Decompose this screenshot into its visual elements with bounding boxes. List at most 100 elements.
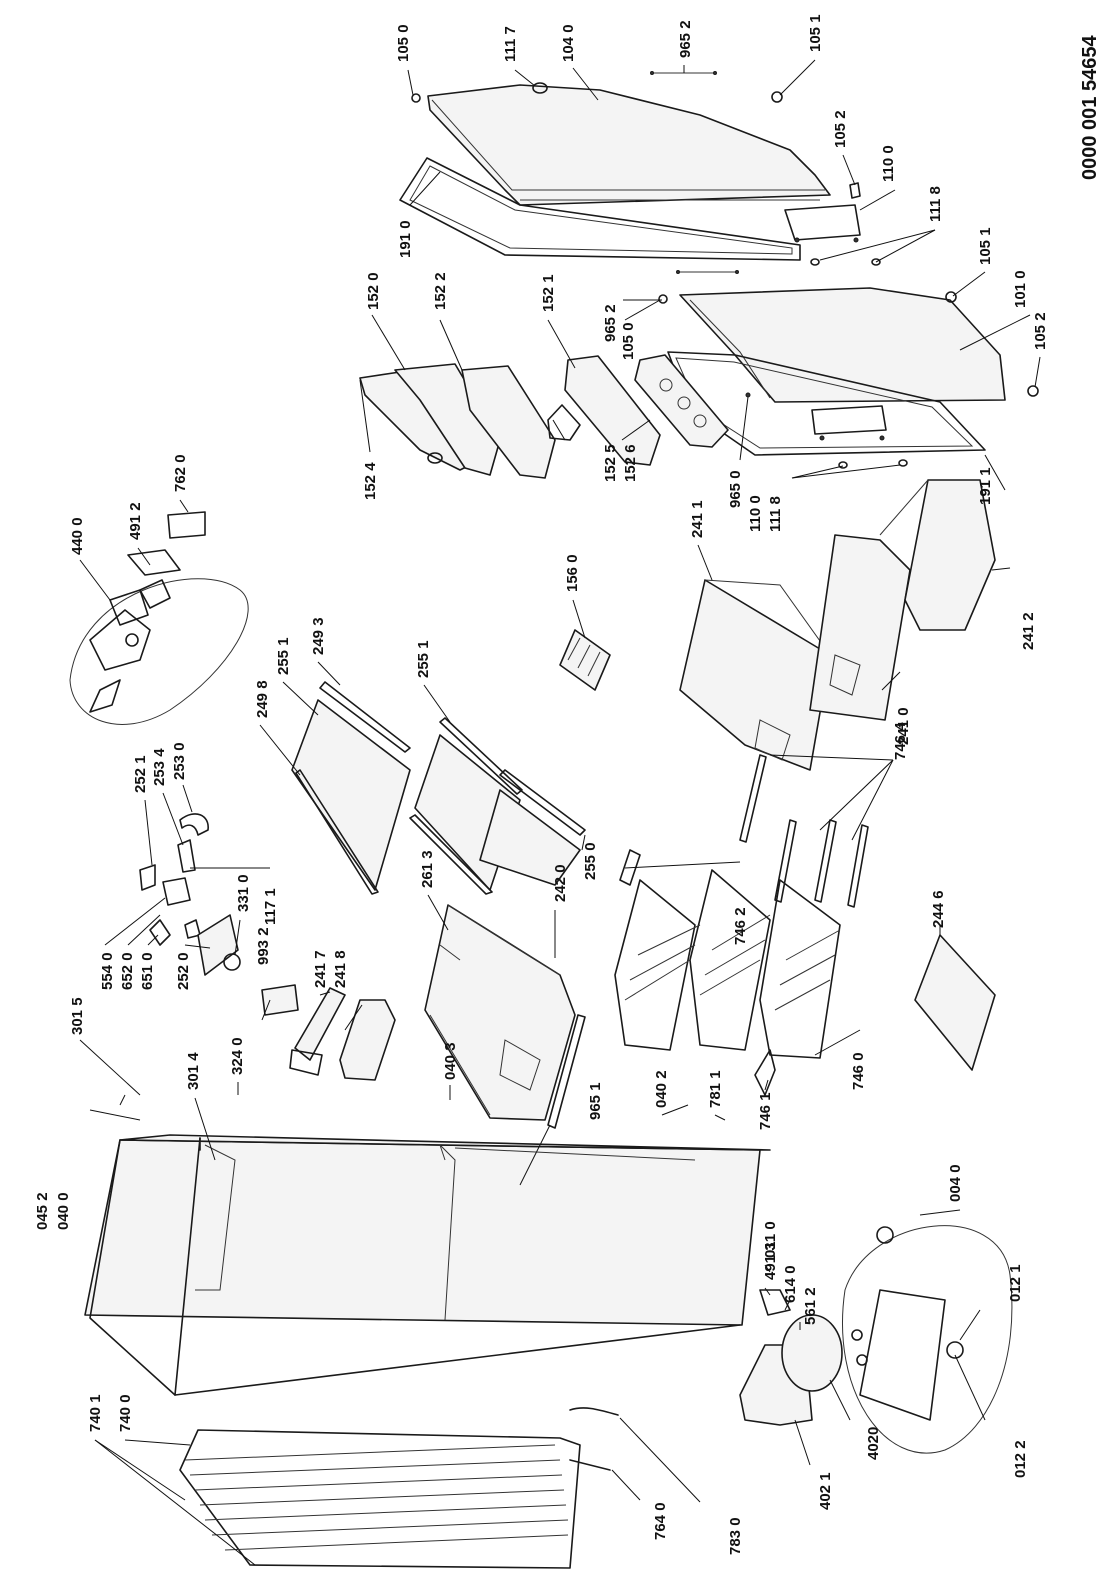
- label-255-1-b: 255 1: [415, 640, 432, 678]
- label-965-0: 965 0: [727, 470, 744, 508]
- document-number: 0000 001 54654: [1079, 35, 1100, 180]
- part-labels: 105 0 111 7 104 0 965 2 105 1 105 2 110 …: [34, 14, 1100, 1555]
- egg-tray: [559, 629, 611, 691]
- label-110-0-b: 110 0: [747, 495, 764, 532]
- label-491-3: 491 3: [762, 1242, 779, 1280]
- label-242-0: 242 0: [552, 864, 569, 902]
- label-156-0: 156 0: [564, 554, 581, 592]
- label-152-6: 152 6: [622, 444, 639, 482]
- wire-shelves: [614, 849, 841, 1096]
- label-045-2: 045 2: [34, 1192, 51, 1230]
- label-746-1: 746 1: [757, 1092, 774, 1130]
- label-241-2: 241 2: [1020, 612, 1037, 650]
- label-152-2: 152 2: [432, 272, 449, 310]
- label-241-0: 241 0: [895, 707, 912, 745]
- label-993-2: 993 2: [255, 927, 272, 965]
- label-301-4: 301 4: [185, 1052, 202, 1090]
- label-252-0: 252 0: [175, 952, 192, 990]
- label-040-2: 040 2: [653, 1070, 670, 1108]
- thermostat-lamp-group: [139, 813, 299, 1016]
- upper-hinge-bracket: [411, 71, 881, 266]
- label-965-2-a: 965 2: [677, 20, 694, 58]
- label-746-0: 746 0: [850, 1052, 867, 1090]
- label-783-0: 783 0: [727, 1517, 744, 1555]
- label-105-2-b: 105 2: [1032, 312, 1049, 350]
- label-440-0: 440 0: [69, 517, 86, 555]
- label-249-8: 249 8: [254, 680, 271, 718]
- label-762-0: 762 0: [172, 454, 189, 492]
- label-111-8-b: 111 8: [767, 496, 784, 532]
- label-011-0: 011 0: [762, 1221, 779, 1258]
- label-253-0: 253 0: [171, 742, 188, 780]
- label-004-0: 004 0: [947, 1164, 964, 1202]
- label-110-0-a: 110 0: [880, 145, 897, 182]
- cabinet-body: [84, 1134, 771, 1396]
- label-191-0: 191 0: [397, 220, 414, 258]
- label-261-3: 261 3: [419, 850, 436, 888]
- crisper-drawer: [424, 904, 586, 1129]
- door-balconies: [359, 354, 729, 479]
- label-244-6: 244 6: [930, 890, 947, 928]
- label-105-0-b: 105 0: [620, 322, 637, 360]
- glass-shelves: [291, 681, 586, 895]
- label-249-3: 249 3: [310, 617, 327, 655]
- electrical-kit: [69, 511, 249, 725]
- label-740-1: 740 1: [87, 1394, 104, 1432]
- label-253-4: 253 4: [151, 748, 168, 786]
- label-111-7: 111 7: [502, 26, 519, 62]
- label-111-8-a: 111 8: [927, 186, 944, 222]
- drawer-rails: [739, 754, 869, 908]
- label-105-0: 105 0: [395, 24, 412, 62]
- label-652-0: 652 0: [119, 952, 136, 990]
- label-255-0: 255 0: [582, 842, 599, 880]
- label-746-2: 746 2: [732, 907, 749, 945]
- misc-tubes: [569, 1407, 619, 1471]
- freezer-drawers: [679, 479, 996, 771]
- label-491-2: 491 2: [127, 502, 144, 540]
- label-764-0: 764 0: [652, 1502, 669, 1540]
- label-965-2-b: 965 2: [602, 304, 619, 342]
- label-101-0: 101 0: [1012, 270, 1029, 308]
- label-651-0: 651 0: [139, 952, 156, 990]
- label-104-0: 104 0: [560, 24, 577, 62]
- label-252-1: 252 1: [132, 755, 149, 793]
- label-117-1: 117 1: [262, 888, 279, 925]
- label-105-1-b: 105 1: [977, 227, 994, 265]
- glass-plate: [914, 934, 996, 1071]
- label-012-1: 012 1: [1007, 1264, 1024, 1302]
- leader-lines: [79, 59, 1041, 1566]
- label-331-0: 331 0: [235, 874, 252, 912]
- label-740-0: 740 0: [117, 1394, 134, 1432]
- label-4020: 4020: [865, 1427, 882, 1460]
- label-152-4: 152 4: [362, 462, 379, 500]
- lower-door: [679, 287, 1006, 441]
- condenser: [179, 1429, 581, 1569]
- label-040-0: 040 0: [55, 1192, 72, 1230]
- compressor-base: [842, 1225, 1013, 1454]
- label-746-4: 746 4: [892, 722, 909, 760]
- label-965-1: 965 1: [587, 1082, 604, 1120]
- label-561-2: 561 2: [802, 1287, 819, 1325]
- label-255-1-a: 255 1: [275, 637, 292, 675]
- label-152-5: 152 5: [602, 444, 619, 482]
- upper-door-gasket: [399, 157, 801, 261]
- label-191-1: 191 1: [977, 467, 994, 505]
- label-241-1: 241 1: [689, 500, 706, 538]
- label-152-1: 152 1: [540, 274, 557, 312]
- label-324-0: 324 0: [229, 1037, 246, 1075]
- label-012-2: 012 2: [1012, 1440, 1029, 1478]
- label-402-1: 402 1: [817, 1472, 834, 1510]
- small-drawer-parts: [289, 987, 396, 1081]
- label-781-1: 781 1: [707, 1070, 724, 1108]
- label-301-5: 301 5: [69, 997, 86, 1035]
- label-241-8: 241 8: [332, 950, 349, 988]
- label-241-7: 241 7: [312, 950, 329, 988]
- label-554-0: 554 0: [99, 952, 116, 990]
- compressor: [739, 1289, 843, 1426]
- label-040-3: 040 3: [442, 1042, 459, 1080]
- upper-door: [427, 82, 831, 206]
- label-614-0: 614 0: [782, 1265, 799, 1303]
- label-105-2-a: 105 2: [832, 110, 849, 148]
- label-152-0: 152 0: [365, 272, 382, 310]
